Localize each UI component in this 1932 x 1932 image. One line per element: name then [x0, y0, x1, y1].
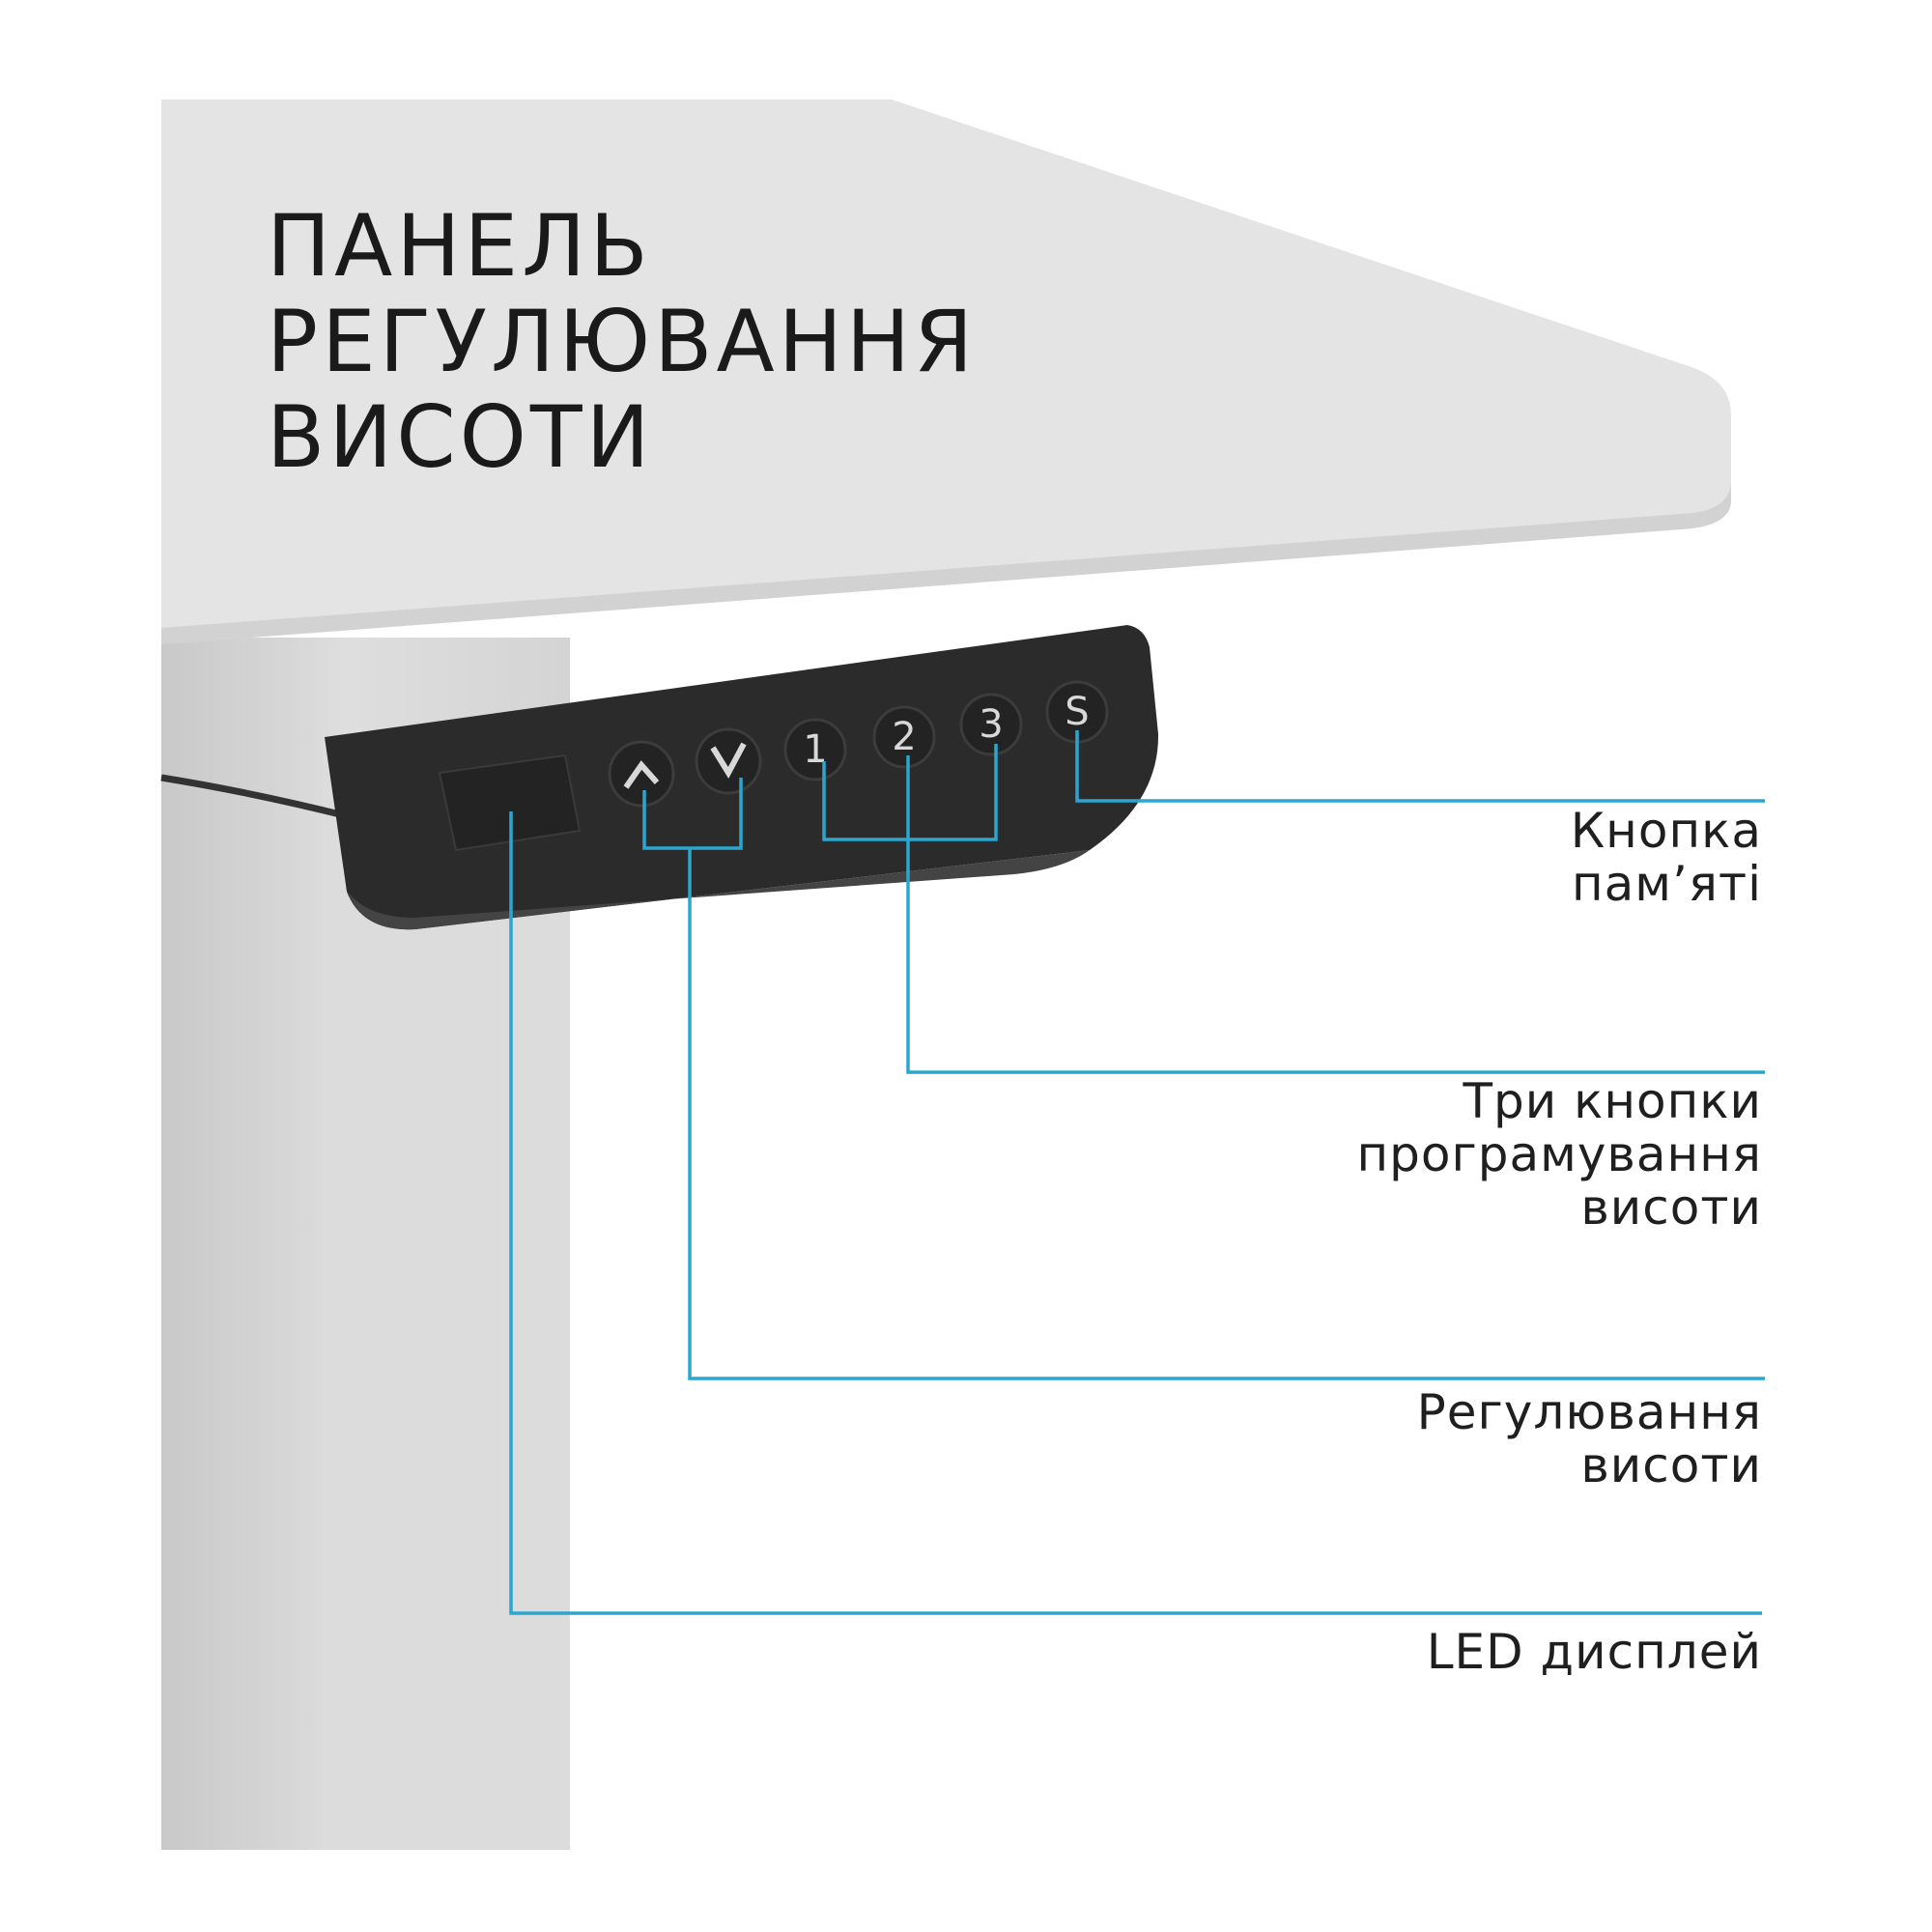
button-preset-3[interactable]: 3 [959, 693, 1023, 756]
label-line: висоти [1580, 1179, 1762, 1236]
chevron-down-icon [710, 742, 747, 780]
label-line: програмування [1356, 1126, 1762, 1182]
callout-display-label: LED дисплей [1427, 1626, 1762, 1679]
label-line: Регулювання [1416, 1384, 1762, 1440]
button-preset-1[interactable]: 1 [783, 718, 847, 781]
label-line: LED дисплей [1426, 1624, 1762, 1680]
button-label: S [1065, 690, 1089, 734]
callout-line-presets [906, 755, 1765, 1074]
led-display [438, 753, 582, 852]
label-line: висоти [1580, 1437, 1762, 1493]
callout-height-label: Регулювання висоти [1417, 1386, 1762, 1492]
title-line: РЕГУЛЮВАННЯ [267, 292, 978, 391]
title-line: ВИСОТИ [267, 387, 654, 487]
button-up[interactable] [608, 740, 675, 808]
cable [160, 774, 349, 820]
desktop [161, 99, 1731, 644]
callout-line-memory [1075, 730, 1765, 803]
callout-line-height [688, 848, 1765, 1380]
label-line: Кнопка [1570, 803, 1762, 859]
callout-memory-label: Кнопка пам’яті [1571, 805, 1762, 911]
button-preset-2[interactable]: 2 [872, 705, 936, 769]
title-line: ПАНЕЛЬ [267, 196, 652, 296]
callout-bracket-presets [822, 744, 998, 841]
callout-line-display [509, 811, 1762, 1615]
label-line: Три кнопки [1463, 1073, 1762, 1129]
chevron-up-icon [623, 760, 660, 789]
callout-bracket-height [642, 778, 743, 850]
label-line: пам’яті [1571, 856, 1762, 912]
button-memory-s[interactable]: S [1045, 680, 1109, 744]
page-title: ПАНЕЛЬ РЕГУЛЮВАННЯ ВИСОТИ [267, 198, 977, 485]
button-label: 2 [892, 715, 916, 759]
button-label: 3 [979, 702, 1003, 747]
callout-presets-label: Три кнопки програмування висоти [1356, 1075, 1762, 1235]
button-down[interactable] [695, 727, 762, 795]
